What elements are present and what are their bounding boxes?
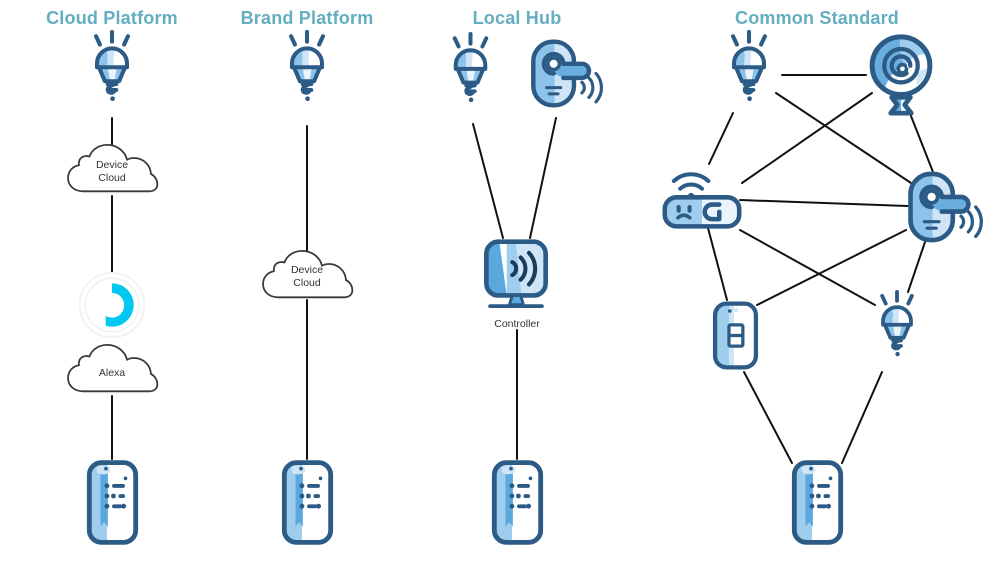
link-smart-plug-to-bulb-bottom: [739, 229, 876, 306]
link-door-lock-to-bulb-bottom: [907, 241, 926, 293]
smart-bulb-icon[interactable]: [96, 32, 128, 101]
connection-lines: [111, 74, 934, 464]
smart-plug-wifi-icon[interactable]: [665, 174, 739, 226]
link-bulb-top-to-door-lock: [775, 92, 912, 184]
device-cloud-label-line2: Cloud: [293, 277, 321, 289]
link-door-lock-to-light-switch: [756, 229, 907, 306]
column-title-local-hub: Local Hub: [472, 8, 562, 28]
link-camera-to-smart-plug: [741, 92, 873, 184]
smartphone-app-icon[interactable]: [794, 463, 840, 543]
link-bulb-top-to-smart-plug: [708, 112, 734, 165]
link-camera-to-door-lock: [910, 115, 934, 173]
controller-node[interactable]: Controller: [486, 242, 545, 330]
smart-bulb-icon[interactable]: [880, 290, 914, 359]
link-smart-plug-to-door-lock: [739, 199, 909, 207]
link-bulb-to-controller: [472, 123, 504, 239]
alexa-cloud-node[interactable]: Alexa: [67, 343, 159, 393]
link-bulb-bottom-to-phone: [841, 371, 883, 464]
links-local-hub: [472, 117, 557, 460]
security-camera-icon[interactable]: [872, 37, 930, 113]
device-cloud-label-line2: Cloud: [98, 172, 126, 184]
column-title-brand-platform: Brand Platform: [240, 8, 374, 28]
controller-label: Controller: [494, 318, 540, 330]
smartphone-app-icon[interactable]: [284, 463, 330, 543]
device-cloud-label-line1: Device: [96, 159, 128, 171]
column-brand-platform: Device Cloud: [262, 32, 354, 543]
smart-door-lock-icon[interactable]: [911, 174, 982, 240]
smart-bulb-icon[interactable]: [455, 34, 486, 102]
alexa-cloud-label: Alexa: [99, 367, 125, 379]
smartphone-app-icon[interactable]: [494, 463, 540, 543]
column-title-common-standard: Common Standard: [734, 8, 900, 28]
column-local-hub: Controller: [455, 34, 602, 542]
alexa-icon[interactable]: [78, 271, 146, 339]
column-common-standard: [665, 32, 982, 542]
smart-bulb-icon[interactable]: [291, 32, 323, 101]
light-switch-icon[interactable]: [715, 304, 756, 368]
smartphone-app-icon[interactable]: [89, 463, 135, 543]
smart-door-lock-icon[interactable]: [533, 42, 601, 106]
device-cloud-node[interactable]: Device Cloud: [262, 249, 354, 299]
device-cloud-node[interactable]: Device Cloud: [67, 143, 159, 193]
link-smart-plug-to-light-switch: [707, 227, 728, 301]
column-title-cloud-platform: Cloud Platform: [46, 8, 178, 28]
link-light-switch-to-phone: [743, 371, 793, 464]
links-common-standard: [707, 74, 934, 464]
link-door-lock-to-controller: [529, 117, 557, 239]
column-cloud-platform: Device Cloud Alexa: [67, 32, 159, 543]
device-cloud-label-line1: Device: [291, 264, 323, 276]
controller-icon: [486, 242, 545, 306]
smart-bulb-icon[interactable]: [733, 32, 765, 101]
